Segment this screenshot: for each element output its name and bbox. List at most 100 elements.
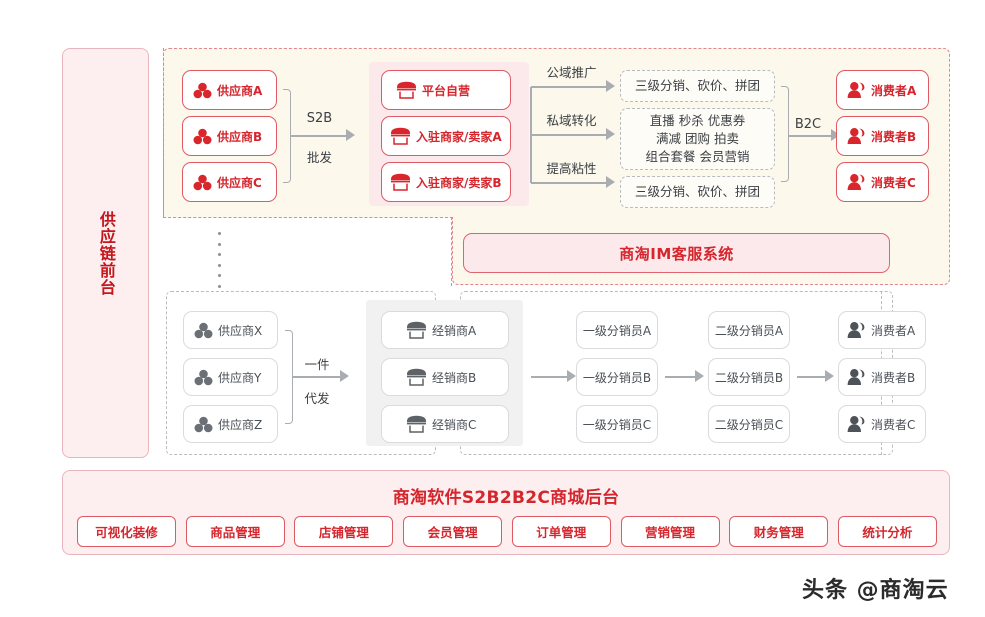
node-label: 消费者B [871, 370, 916, 385]
node-dealer-c[interactable]: 经销商C [381, 405, 509, 443]
marketing-line: 三级分销、砍价、拼团 [634, 77, 760, 93]
s2b-label-line1: S2B [306, 111, 333, 126]
s2b-bracket [283, 89, 291, 183]
backend-title: 商淘软件S2B2B2C商城后台 [392, 488, 620, 508]
node-level1-distributor-b[interactable]: 一级分销员B [576, 358, 658, 396]
consumer-person-icon [847, 127, 866, 145]
backend-module-visual-decoration[interactable]: 可视化装修 [77, 516, 176, 547]
node-level2-distributor-b[interactable]: 二级分销员B [708, 358, 790, 396]
node-label: 入驻商家/卖家A [416, 129, 502, 144]
marketing-line: 组合套餐 会员营销 [645, 149, 750, 165]
channel-arrow-head-3 [606, 176, 615, 188]
consumer-person-icon [847, 173, 866, 191]
node-supplier-b[interactable]: 供应商B [182, 116, 277, 156]
node-consumer-b-top[interactable]: 消费者B [836, 116, 929, 156]
node-label: 经销商B [432, 370, 477, 385]
node-supplier-a[interactable]: 供应商A [182, 70, 277, 110]
node-consumer-b-bottom[interactable]: 消费者B [838, 358, 926, 396]
storefront-icon [390, 173, 411, 191]
node-consumer-a-top[interactable]: 消费者A [836, 70, 929, 110]
backend-module-finance-management[interactable]: 财务管理 [729, 516, 829, 547]
channel-label-public-domain: 公域推广 [546, 65, 597, 80]
backend-module-store-management[interactable]: 店铺管理 [294, 516, 394, 547]
backend-panel: 商淘软件S2B2B2C商城后台 可视化装修 商品管理 店铺管理 会员管理 订单管… [62, 470, 950, 555]
node-label: 消费者C [871, 417, 916, 432]
node-label: 供应商B [217, 129, 263, 144]
node-label: 平台自营 [422, 83, 471, 98]
dropship-bracket [285, 330, 293, 424]
b2c-zone-upper [163, 48, 950, 218]
marketing-line: 三级分销、砍价、拼团 [634, 183, 760, 199]
consumer-person-icon [847, 321, 866, 339]
dropship-label-line2: 代发 [304, 391, 330, 406]
backend-module-member-management[interactable]: 会员管理 [403, 516, 503, 547]
b2c-zone-notch-line [163, 217, 453, 218]
consumer-person-icon [847, 368, 866, 386]
storefront-icon [406, 321, 427, 339]
im-service-system-label: 商淘IM客服系统 [619, 244, 734, 263]
node-merchant-seller-b[interactable]: 入驻商家/卖家B [381, 162, 511, 202]
channel-arrow-head-2 [606, 128, 615, 140]
channel-arrow-line-3 [531, 182, 608, 184]
node-supplier-y[interactable]: 供应商Y [183, 358, 278, 396]
level1-to-level2-arrow-head [695, 370, 704, 382]
dropship-label-line1: 一件 [304, 357, 330, 372]
s2b-arrow-line [291, 135, 348, 137]
marketing-box-distribution-top: 三级分销、砍价、拼团 [620, 70, 775, 102]
level2-to-consumer-arrow-head [825, 370, 834, 382]
im-service-system-bar[interactable]: 商淘IM客服系统 [463, 233, 890, 273]
node-consumer-a-bottom[interactable]: 消费者A [838, 311, 926, 349]
node-label: 供应商C [217, 175, 262, 190]
b2c-bracket [781, 86, 789, 182]
node-label: 一级分销员B [582, 370, 652, 385]
backend-module-order-management[interactable]: 订单管理 [511, 516, 611, 547]
consumer-person-icon [847, 81, 866, 99]
node-supplier-z[interactable]: 供应商Z [183, 405, 278, 443]
supplier-cluster-icon [194, 369, 213, 386]
b2c-zone-left-edge [163, 48, 164, 218]
dropship-arrow-head [340, 370, 349, 382]
node-label: 消费者A [871, 323, 916, 338]
supplier-cluster-icon [193, 174, 212, 191]
level1-to-level2-arrow-line [665, 376, 697, 378]
node-label: 一级分销员C [582, 417, 652, 432]
channel-arrow-line-1 [531, 86, 608, 88]
node-supplier-c[interactable]: 供应商C [182, 162, 277, 202]
node-level2-distributor-c[interactable]: 二级分销员C [708, 405, 790, 443]
b2c-arrow-head [831, 129, 840, 141]
dropship-arrow-line [293, 376, 342, 378]
node-dealer-a[interactable]: 经销商A [381, 311, 509, 349]
channel-arrow-line-2 [531, 134, 608, 136]
supplier-cluster-icon [194, 322, 213, 339]
supplier-cluster-icon [194, 416, 213, 433]
channel-label-private-domain: 私域转化 [546, 113, 597, 128]
marketing-line: 直播 秒杀 优惠券 [649, 112, 746, 128]
storefront-icon [396, 81, 417, 99]
ellipsis-dots [216, 232, 222, 288]
backend-module-product-management[interactable]: 商品管理 [185, 516, 285, 547]
node-supplier-x[interactable]: 供应商X [183, 311, 278, 349]
b2c-arrow-line [789, 135, 833, 137]
node-label: 二级分销员B [714, 370, 784, 385]
node-label: 消费者A [871, 83, 917, 98]
sidebar-supply-chain-front: 供应链前台 [62, 48, 149, 458]
node-platform-self-operated[interactable]: 平台自营 [381, 70, 511, 110]
node-label: 消费者C [871, 175, 916, 190]
dealer-to-level1-arrow-head [567, 370, 576, 382]
backend-module-statistics-analysis[interactable]: 统计分析 [837, 516, 937, 547]
backend-module-marketing-management[interactable]: 营销管理 [620, 516, 720, 547]
node-label: 二级分销员A [714, 323, 784, 338]
supplier-cluster-icon [193, 82, 212, 99]
node-label: 消费者B [871, 129, 917, 144]
node-consumer-c-top[interactable]: 消费者C [836, 162, 929, 202]
node-level2-distributor-a[interactable]: 二级分销员A [708, 311, 790, 349]
node-merchant-seller-a[interactable]: 入驻商家/卖家A [381, 116, 511, 156]
node-dealer-b[interactable]: 经销商B [381, 358, 509, 396]
node-level1-distributor-c[interactable]: 一级分销员C [576, 405, 658, 443]
storefront-icon [406, 415, 427, 433]
node-level1-distributor-a[interactable]: 一级分销员A [576, 311, 658, 349]
node-label: 经销商C [432, 417, 477, 432]
node-consumer-c-bottom[interactable]: 消费者C [838, 405, 926, 443]
channel-label-stickiness: 提高粘性 [546, 161, 597, 176]
